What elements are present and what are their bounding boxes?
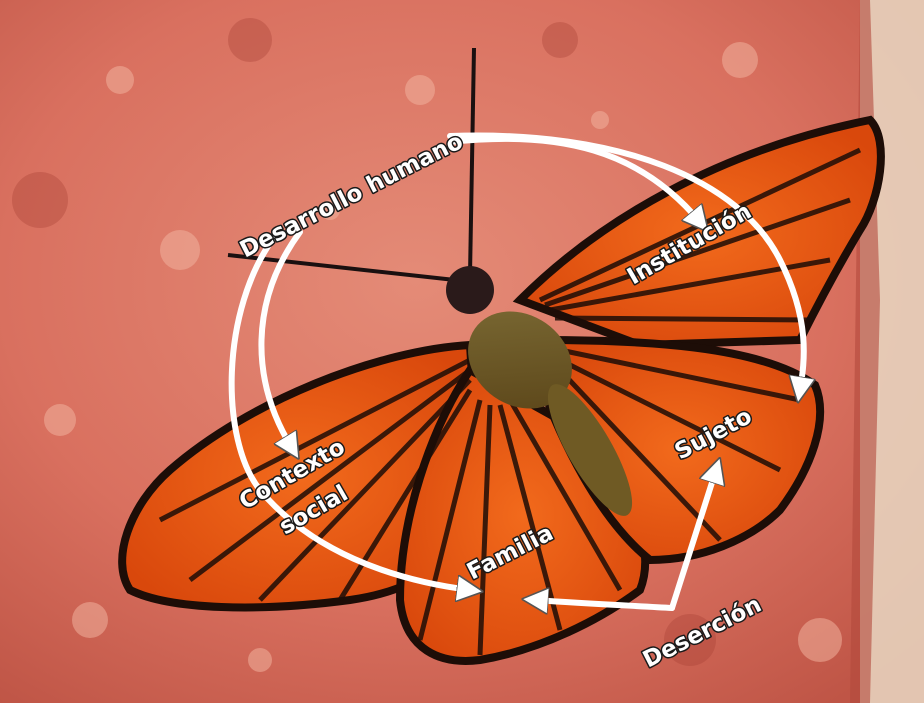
butterfly-head xyxy=(446,266,494,314)
